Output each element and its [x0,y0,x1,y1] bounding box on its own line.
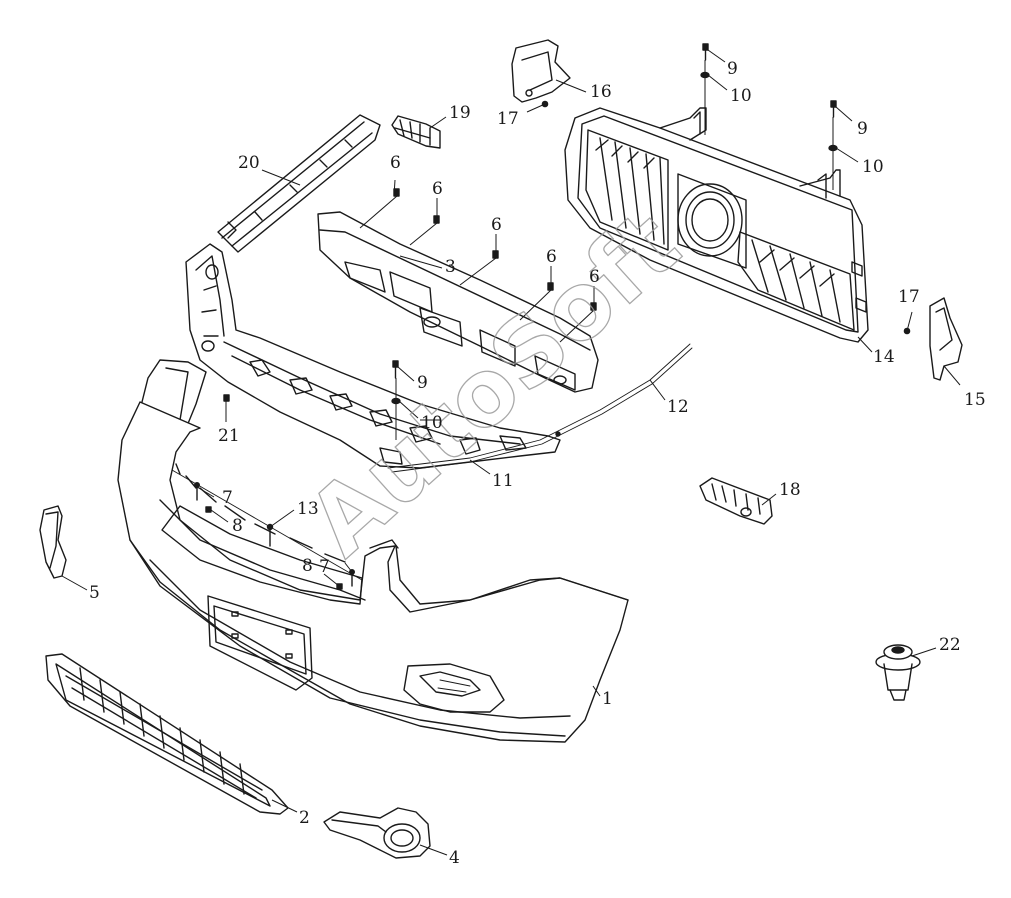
callout-10a: 10 [730,86,752,106]
callout-10c: 10 [421,413,443,433]
callout-17b: 17 [898,287,920,307]
callout-14: 14 [873,347,895,367]
callout-3: 3 [445,257,456,277]
callout-12: 12 [667,397,689,417]
callout-7b: 7 [319,557,330,577]
callout-9c: 9 [417,373,428,393]
callout-17a: 17 [497,109,519,129]
part-3-energy-absorber [317,211,599,393]
callout-labels: 1 2 3 4 5 6 6 6 6 6 7 7 8 8 9 9 9 10 10 … [89,59,986,868]
leader-lines [61,49,961,856]
callout-1: 1 [602,689,613,709]
callout-6a: 6 [390,153,401,173]
callout-13: 13 [297,499,319,519]
part-14-radiator-grille [564,107,869,343]
callout-15: 15 [964,390,986,410]
part-4-fog-light-bezel [323,807,431,859]
part-16-bracket [511,39,571,103]
part-13-bolt [266,523,274,547]
callout-6c: 6 [491,215,502,235]
callout-8a: 8 [232,516,243,536]
part-18-grille-insert [699,477,773,525]
part-9-bolt-b [830,100,837,118]
callout-16: 16 [590,82,612,102]
part-22-push-clip [875,644,921,701]
part-11-support-beam [185,243,561,469]
callout-20: 20 [238,153,260,173]
callout-18: 18 [779,480,801,500]
part-12-wire [387,343,693,473]
callout-9a: 9 [727,59,738,79]
callout-2: 2 [299,808,310,828]
callout-6e: 6 [589,267,600,287]
callout-8b: 8 [302,556,313,576]
part-8-nut-a [205,506,212,513]
callout-19: 19 [449,103,471,123]
part-2-lower-grille [45,653,289,815]
part-5-side-bracket [39,505,67,579]
part-9-bolt-c [392,360,399,379]
callout-9b: 9 [857,119,868,139]
callout-21: 21 [218,426,240,446]
part-15-side-bracket [929,297,963,381]
callout-6d: 6 [546,247,557,267]
callout-7a: 7 [222,488,233,508]
callout-22: 22 [939,635,961,655]
callout-10b: 10 [862,157,884,177]
part-9-bolt-a [702,43,709,61]
callout-4: 4 [449,848,460,868]
part-20-upper-bracket [217,114,381,253]
part-7-screw-a [193,482,200,501]
part-1-bumper-fascia [117,401,629,743]
part-8-nut-b [336,583,343,590]
callout-6b: 6 [432,179,443,199]
part-7-screw-b [349,569,356,587]
callout-11: 11 [492,471,514,491]
part-19-connector [391,115,441,149]
callout-5: 5 [89,583,100,603]
